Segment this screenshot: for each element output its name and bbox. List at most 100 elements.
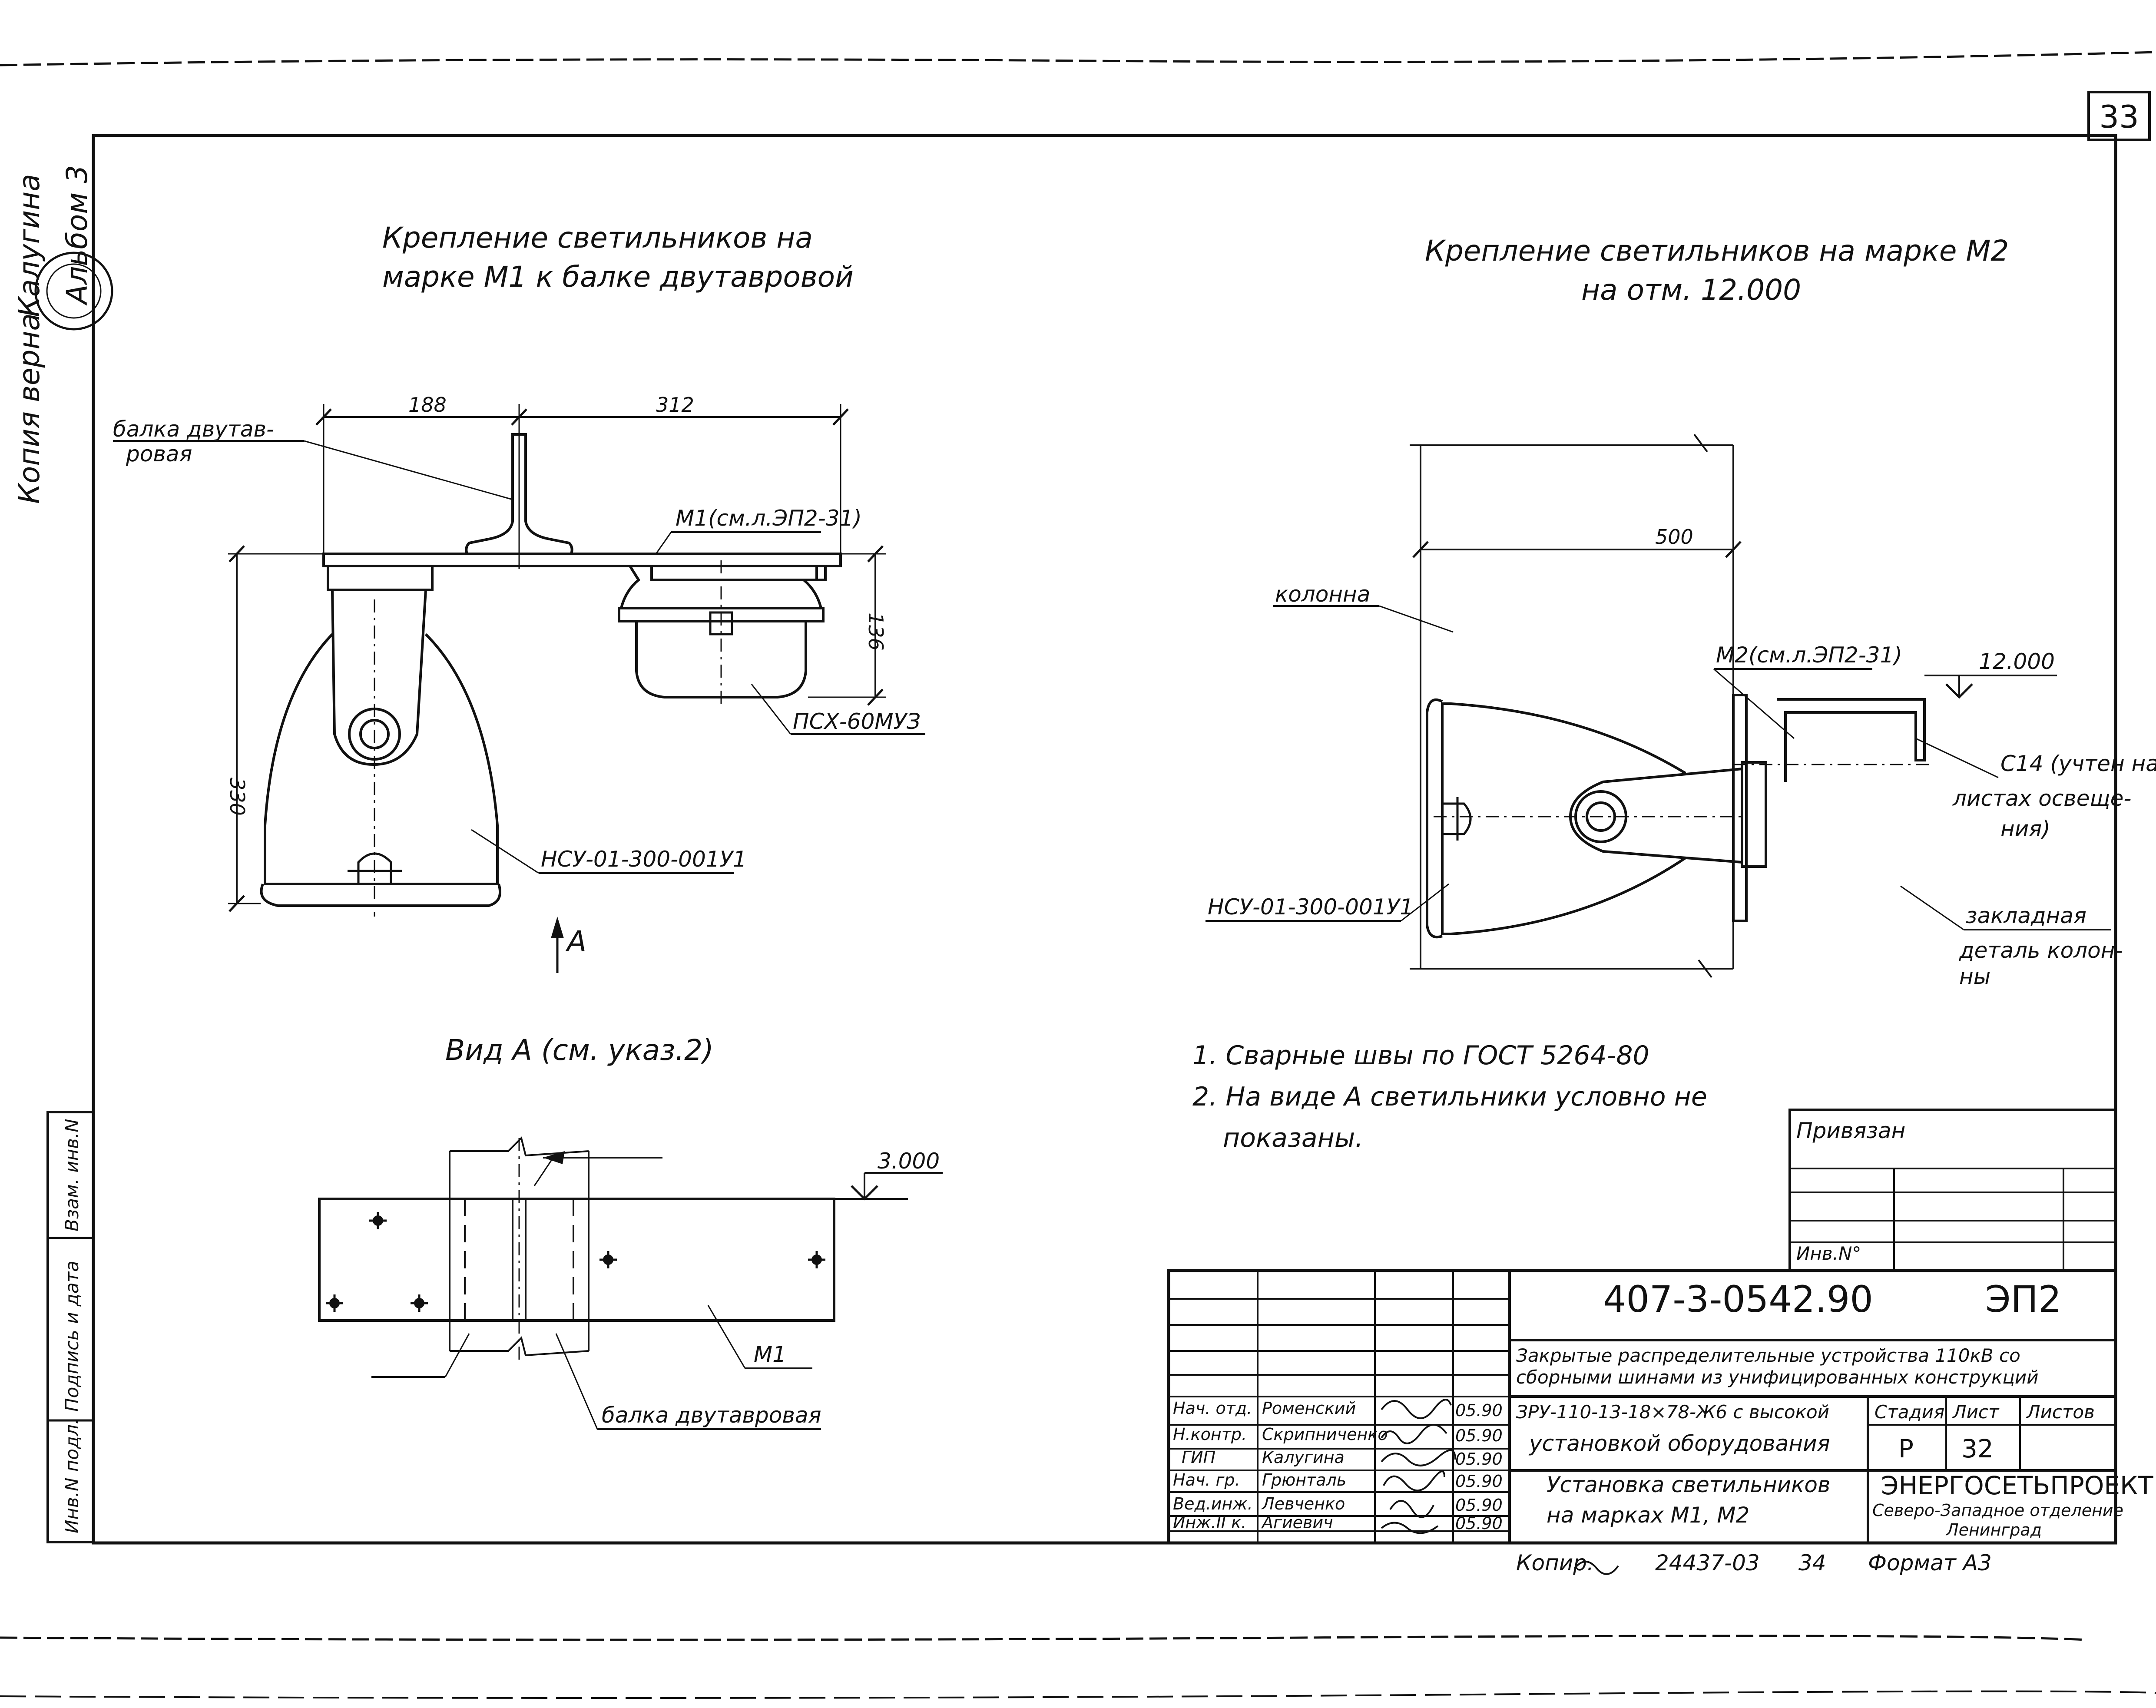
attachment-inv-label: Инв.N° xyxy=(1796,1243,1861,1264)
signature-2 xyxy=(1381,1424,1447,1444)
org-line-3: Ленинград xyxy=(1945,1520,2042,1539)
copy-note: Копия верна xyxy=(13,313,46,504)
col-sheets: Листов xyxy=(2026,1401,2095,1423)
column-label: колонна xyxy=(1275,582,1370,607)
signer-name: Грюнталь xyxy=(1262,1470,1346,1490)
signature-6 xyxy=(1381,1522,1439,1534)
m1-ref-label: М1(см.л.ЭП2-31) xyxy=(676,506,862,531)
signature-3 xyxy=(1381,1449,1456,1466)
signer-name: Калугина xyxy=(1262,1448,1345,1467)
nsu-label-right: НСУ-01-300-001У1 xyxy=(1208,894,1414,920)
beam-label-line1: балка двутав- xyxy=(113,417,274,442)
left-margin: Копия верна Калугина Альбом 3 Взам. инв.… xyxy=(13,165,113,1543)
right-view-title-line2: на отм. 12.000 xyxy=(1581,273,1801,307)
copy-number: 24437-03 xyxy=(1655,1550,1760,1576)
signer-row: Нач. отд. Роменский 05.90 xyxy=(1173,1399,1503,1420)
left-view-title-line1: Крепление светильников на xyxy=(382,221,813,255)
copy-signature-name: Калугина xyxy=(13,174,46,317)
sheet-value: 32 xyxy=(1961,1434,1994,1463)
level-12000: 12.000 xyxy=(1979,649,2055,674)
right-view-title-line1: Крепление светильников на марке М2 xyxy=(1425,234,2009,268)
signer-role: Н.контр. xyxy=(1173,1425,1247,1444)
drawing-frame xyxy=(92,134,2117,1545)
sheet-number-box xyxy=(2087,91,2151,141)
signer-row: ГИП Калугина 05.90 xyxy=(1182,1448,1503,1469)
view-a-title: Вид А (см. указ.2) xyxy=(445,1033,714,1067)
org-line-1: ЭНЕРГОСЕТЬПРОЕКТ xyxy=(1881,1471,2153,1500)
right-view: Крепление светильников на марке М2 на от… xyxy=(1206,234,2156,989)
signature-4 xyxy=(1383,1470,1445,1492)
col-sheet: Лист xyxy=(1952,1401,2000,1423)
dim-136: 136 xyxy=(864,612,888,651)
copy-stamp-seal xyxy=(34,252,113,331)
signer-row: Инж.II к. Агиевич 05.90 xyxy=(1173,1513,1503,1533)
signer-name: Агиевич xyxy=(1261,1513,1333,1532)
beam-label-line2: ровая xyxy=(126,441,192,467)
note-line-1: 1. Сварные швы по ГОСТ 5264-80 xyxy=(1192,1040,1649,1071)
note-line-3: показаны. xyxy=(1223,1123,1363,1153)
m2-ref-label: М2(см.л.ЭП2-31) xyxy=(1716,642,1902,668)
bolt-holes xyxy=(326,1212,825,1312)
copy-stamp-seal-inner xyxy=(46,263,102,319)
signer-date: 05.90 xyxy=(1455,1472,1503,1491)
c14-channel xyxy=(1777,698,1926,782)
object-line-1: ЗРУ-110-13-18×78-Ж6 с высокой xyxy=(1516,1401,1829,1423)
signer-date: 05.90 xyxy=(1455,1450,1503,1469)
signer-name: Скрипниченко xyxy=(1262,1425,1388,1444)
dim-500: 500 xyxy=(1655,525,1693,549)
embed-label-line2: деталь колон- xyxy=(1959,938,2123,963)
m1-plate xyxy=(322,553,842,567)
signer-row: Нач. гр. Грюнталь 05.90 xyxy=(1173,1470,1503,1491)
left-view: Крепление светильников на марке М1 к бал… xyxy=(113,221,925,973)
side-box-label-1: Взам. инв.N xyxy=(61,1119,83,1231)
level-3000: 3.000 xyxy=(878,1149,940,1174)
scan-edge-top xyxy=(0,51,2156,66)
side-box-label-2: Подпись и дата xyxy=(61,1261,83,1412)
format-label: Формат А3 xyxy=(1868,1550,1992,1576)
embedded-plate xyxy=(1732,694,1748,922)
signer-role: Вед.инж. xyxy=(1173,1494,1253,1513)
attachment-box: Привязан Инв.N° xyxy=(1788,1109,2117,1272)
view-a-arrow xyxy=(551,917,564,938)
copy-signature xyxy=(1574,1561,1619,1575)
attachment-title: Привязан xyxy=(1796,1118,1905,1143)
doc-code: 407-3-0542.90 xyxy=(1603,1278,1873,1321)
signer-role: Инж.II к. xyxy=(1173,1513,1246,1532)
signature-1 xyxy=(1381,1399,1452,1419)
signer-row: Н.контр. Скрипниченко 05.90 xyxy=(1173,1425,1503,1445)
psx-label: ПСХ-60МУЗ xyxy=(793,709,921,734)
c14-label-line3: ния) xyxy=(2000,816,2050,841)
c14-label-line1: С14 (учтен на xyxy=(2000,751,2156,776)
sheet-code: ЭП2 xyxy=(1985,1278,2061,1321)
view-a: Вид А (см. указ.2) 3.000 xyxy=(318,1033,943,1430)
project-line-1: Закрытые распределительные устройства 11… xyxy=(1516,1345,2020,1366)
signer-date: 05.90 xyxy=(1455,1426,1503,1445)
dim-188: 188 xyxy=(408,393,447,417)
stage-value: Р xyxy=(1898,1434,1914,1463)
note-line-2: 2. На виде А светильники условно не xyxy=(1192,1082,1707,1112)
signature-5 xyxy=(1389,1500,1434,1518)
org-line-2: Северо-Западное отделение xyxy=(1872,1501,2123,1520)
object-line-2: установкой оборудования xyxy=(1528,1431,1830,1456)
signer-name: Роменский xyxy=(1262,1399,1356,1418)
scan-edge-bottom xyxy=(0,1635,2086,1641)
album-label: Альбом 3 xyxy=(60,165,94,306)
m1-plate-plan xyxy=(318,1198,835,1322)
signer-name: Левченко xyxy=(1261,1494,1345,1513)
side-box xyxy=(46,1111,95,1543)
signer-row: Вед.инж. Левченко 05.90 xyxy=(1173,1494,1503,1515)
dim-312: 312 xyxy=(656,393,694,417)
psx-luminaire xyxy=(618,560,827,708)
notes: 1. Сварные швы по ГОСТ 5264-80 2. На вид… xyxy=(1192,1040,1707,1153)
embed-label-line1: закладная xyxy=(1966,903,2086,928)
drawing-title-line-2: на марках М1, М2 xyxy=(1547,1503,1749,1528)
col-stage: Стадия xyxy=(1874,1401,1944,1423)
nsu-luminaire-left xyxy=(260,565,502,917)
signer-date: 05.90 xyxy=(1455,1496,1503,1515)
scan-edge-bottom-2 xyxy=(0,1690,2156,1699)
title-block: 407-3-0542.90 ЭП2 Закрытые распределител… xyxy=(1167,1269,2153,1576)
view-a-beam-label: балка двутавровая xyxy=(602,1403,821,1428)
copy-page: 34 xyxy=(1798,1550,1826,1576)
project-line-2: сборными шинами из унифицированных конст… xyxy=(1516,1367,2039,1388)
